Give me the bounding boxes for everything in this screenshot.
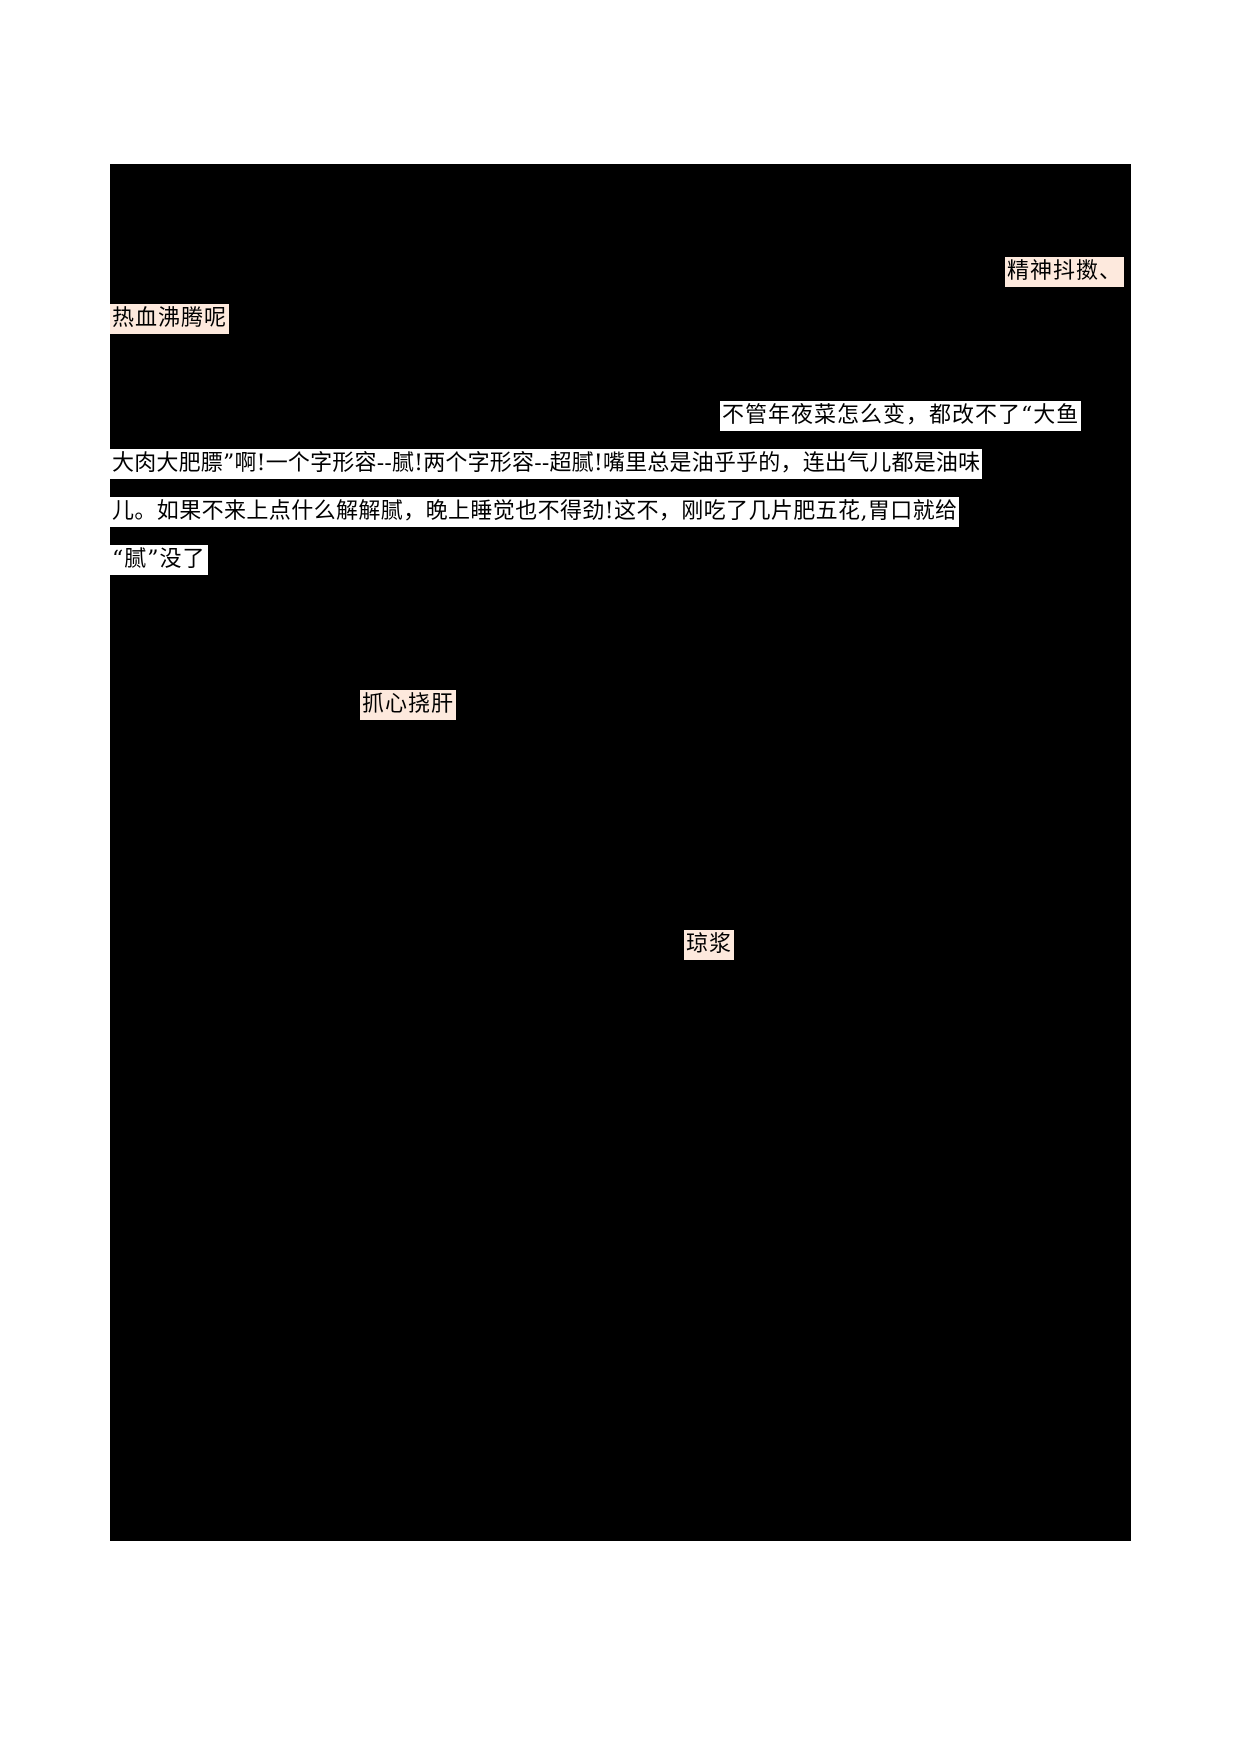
highlighted-phrase-qiongjiang: 琼浆 bbox=[684, 930, 735, 960]
redacted-region bbox=[110, 164, 1131, 1541]
highlighted-phrase-zhuaxin-naogan: 抓心挠肝 bbox=[360, 690, 457, 720]
highlighted-phrase-rexue-feiteng: 热血沸腾呢 bbox=[110, 304, 230, 334]
paragraph-line-1: 不管年夜菜怎么变，都改不了“大鱼 bbox=[720, 401, 1082, 431]
paragraph-line-4: “腻”没了 bbox=[110, 545, 208, 575]
paragraph-line-2: 大肉大肥膘”啊!一个字形容--腻!两个字形容--超腻!嘴里总是油乎乎的，连出气儿… bbox=[110, 449, 983, 479]
paragraph-line-3: 儿。如果不来上点什么解解腻，晚上睡觉也不得劲!这不，刚吃了几片肥五花,胃口就给 bbox=[110, 497, 960, 527]
highlighted-phrase-jingshen-dousou: 精神抖擞、 bbox=[1005, 257, 1125, 287]
